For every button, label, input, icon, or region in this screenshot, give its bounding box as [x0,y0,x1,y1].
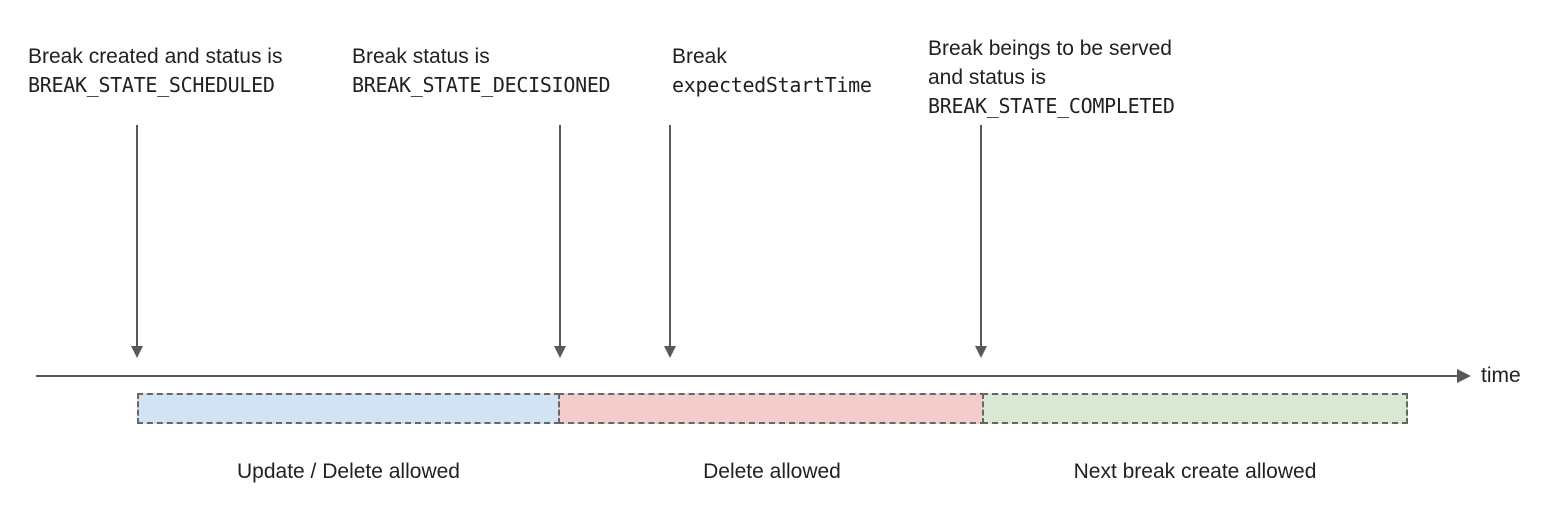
time-axis-label: time [1481,364,1521,387]
annotation-text: Break beings to be served [928,37,1172,60]
annotation-text: and status is [928,66,1046,89]
segment-update-delete-allowed [137,393,560,424]
annotation-code: BREAK_STATE_SCHEDULED [28,73,275,97]
down-arrow-head-icon [975,346,987,358]
down-arrow-line [980,125,982,346]
annotation-expected-start-time: Break expectedStartTime [672,42,872,100]
annotation-text: Break status is [352,45,490,68]
down-arrow-head-icon [664,346,676,358]
annotation-break-completed: Break beings to be served and status is … [928,34,1175,121]
annotation-text: Break [672,45,727,68]
segment-next-break-create-allowed [982,393,1408,424]
time-axis-arrow-icon [1457,369,1471,383]
annotation-code: BREAK_STATE_COMPLETED [928,94,1175,118]
down-arrow-line [136,125,138,346]
down-arrow-head-icon [131,346,143,358]
annotation-code: expectedStartTime [672,73,872,97]
down-arrow-line [559,125,561,346]
annotation-break-decisioned: Break status is BREAK_STATE_DECISIONED [352,42,611,100]
segment-caption: Update / Delete allowed [237,460,460,483]
segment-caption: Next break create allowed [1073,460,1317,483]
segment-delete-allowed [558,393,986,424]
time-axis-line [36,375,1457,377]
down-arrow-head-icon [554,346,566,358]
down-arrow-line [669,125,671,346]
segment-caption: Delete allowed [703,460,841,483]
annotation-text: Break created and status is [28,45,283,68]
annotation-code: BREAK_STATE_DECISIONED [352,73,611,97]
annotation-break-created: Break created and status is BREAK_STATE_… [28,42,282,100]
